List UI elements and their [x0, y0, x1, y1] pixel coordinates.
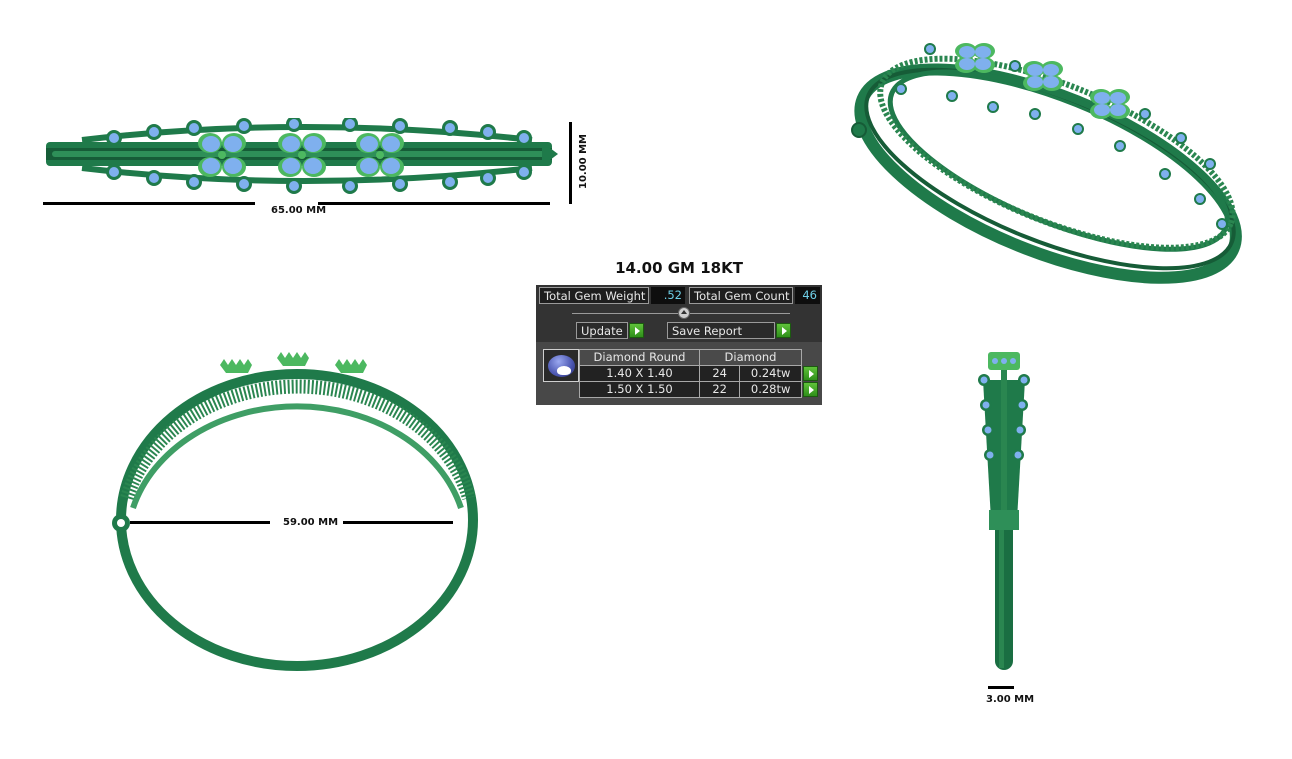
total-gem-weight-value: .52 [651, 287, 685, 304]
update-go-icon[interactable] [629, 323, 644, 338]
bracelet-side-view-image [978, 352, 1030, 670]
gem-table: Diamond Round Diamond 1.40 X 1.40 24 0.2… [579, 349, 819, 398]
diameter-dimension-label: 59.00 MM [283, 517, 339, 528]
gem-details-section: Diamond Round Diamond 1.40 X 1.40 24 0.2… [536, 342, 822, 405]
bracelet-perspective-image [851, 43, 1242, 284]
front-view [105, 348, 490, 673]
thickness-dimension-label: 3.00 MM [986, 694, 1035, 705]
side-view [975, 350, 1035, 675]
gem-icon-box[interactable] [543, 349, 579, 382]
table-row: 1.40 X 1.40 24 0.24tw [579, 365, 819, 382]
height-dimension-label: 10.00 MM [578, 133, 590, 190]
gem-report-panel: Total Gem Weight .52 Total Gem Count 46 … [536, 285, 822, 405]
height-dimension-line [569, 122, 572, 204]
width-dimension-label: 65.00 MM [271, 205, 327, 216]
diameter-dimension-line-left [130, 521, 270, 524]
perspective-view [845, 34, 1255, 304]
bracelet-front-view-image [112, 352, 478, 671]
total-gem-count-label: Total Gem Count [689, 287, 793, 304]
gem-size: 1.50 X 1.50 [579, 381, 700, 398]
row-go-icon[interactable] [803, 366, 818, 381]
header-type: Diamond [699, 349, 802, 366]
collapse-toggle-icon[interactable] [678, 307, 690, 319]
gem-table-header: Diamond Round Diamond [579, 349, 819, 366]
top-view [42, 118, 562, 208]
gem-size: 1.40 X 1.40 [579, 365, 700, 382]
save-report-button[interactable]: Save Report [667, 322, 775, 339]
total-gem-weight-label: Total Gem Weight [539, 287, 649, 304]
width-dimension-line-left [43, 202, 255, 205]
save-report-go-icon[interactable] [776, 323, 791, 338]
metal-weight-title: 14.00 GM 18KT [615, 259, 743, 277]
diameter-dimension-line-right [343, 521, 453, 524]
thickness-dimension-line [988, 686, 1014, 689]
table-row: 1.50 X 1.50 22 0.28tw [579, 381, 819, 398]
gem-count: 24 [698, 365, 741, 382]
gem-weight: 0.24tw [739, 365, 802, 382]
gem-totals-section: Total Gem Weight .52 Total Gem Count 46 … [536, 285, 822, 342]
gem-count: 22 [698, 381, 741, 398]
row-go-icon[interactable] [803, 382, 818, 397]
update-button[interactable]: Update [576, 322, 628, 339]
header-shape: Diamond Round [579, 349, 700, 366]
total-gem-count-value: 46 [795, 287, 820, 304]
gem-weight: 0.28tw [739, 381, 802, 398]
bracelet-top-view-image [46, 118, 558, 194]
round-diamond-icon [548, 355, 575, 377]
width-dimension-line-right [318, 202, 550, 205]
